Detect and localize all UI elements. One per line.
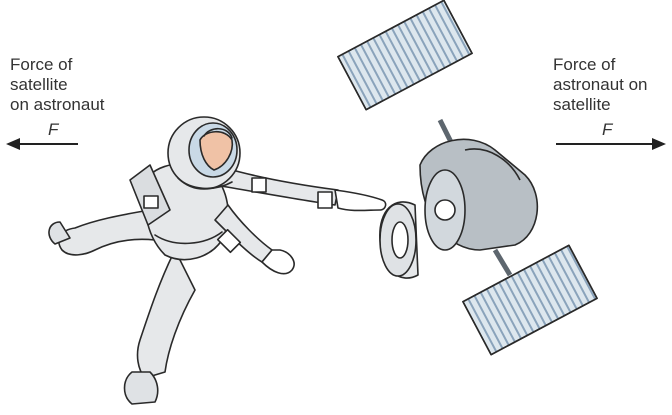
left-label-line-2: satellite: [10, 75, 68, 94]
left-force-symbol: F: [48, 120, 59, 139]
right-force-label: Force of astronaut on satellite: [553, 55, 648, 115]
left-force-label: Force of satellite on astronaut: [10, 55, 105, 115]
satellite: [337, 0, 598, 356]
right-label-line-1: Force of: [553, 55, 616, 74]
left-label-line-3: on astronaut: [10, 95, 105, 114]
right-label-line-3: satellite: [553, 95, 611, 114]
right-label-line-2: astronaut on: [553, 75, 648, 94]
right-arrow-icon: [556, 138, 666, 150]
astronaut: [48, 116, 387, 405]
left-arrow-icon: [6, 138, 78, 150]
left-label-line-1: Force of: [10, 55, 73, 74]
right-force-symbol: F: [602, 120, 613, 139]
